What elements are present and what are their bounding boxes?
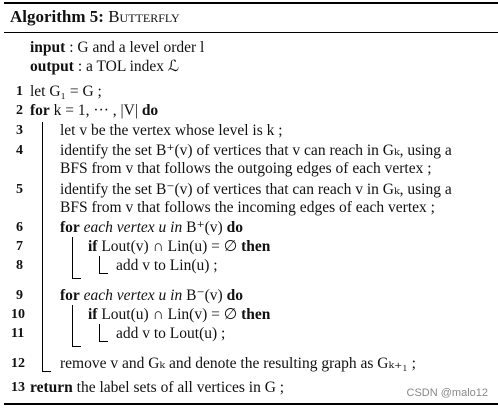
for-b-minus-bar: [72, 305, 73, 347]
algo-line-7: if Lout(v) ∩ Lin(u) = ∅ then: [88, 237, 270, 256]
algo-line-4: identify the set B⁺(v) of vertices that …: [60, 142, 452, 159]
watermark: CSDN @malo12: [406, 387, 488, 399]
input-line: input : G and a level order l: [30, 38, 204, 57]
algo-line-11: add v to Lout(u) ;: [116, 325, 226, 342]
algo-line-1: let G₁ = G ;: [30, 83, 102, 100]
return-text: the label sets of all vertices in G ;: [76, 379, 285, 396]
for-keyword: for: [30, 102, 50, 119]
line-number: 2: [16, 103, 23, 118]
if-2-bar: [99, 324, 100, 342]
for-b-plus-bar-end: [72, 278, 81, 279]
for-b-minus-bar-end: [72, 346, 81, 347]
title-rule: [4, 32, 498, 33]
outer-loop-bar-end: [42, 371, 51, 372]
do-keyword: do: [226, 287, 243, 304]
algo-line-10: if Lout(u) ∩ Lin(v) = ∅ then: [88, 305, 270, 324]
bottom-rule: [4, 403, 498, 405]
if-keyword: if: [88, 306, 98, 323]
algo-line-5: identify the set B⁻(v) of vertices that …: [60, 181, 452, 198]
if-1-bar: [99, 256, 100, 274]
line-number: 4: [16, 143, 23, 158]
algo-line-3: let v be the vertex whose level is k ;: [60, 122, 283, 139]
output-text: : a TOL index ℒ: [77, 58, 180, 75]
if-1-bar-end: [99, 273, 108, 274]
do-keyword: do: [226, 219, 243, 236]
line-number: 1: [16, 84, 23, 99]
line-number: 6: [16, 220, 23, 235]
loop-phrase: each vertex u in: [83, 219, 183, 236]
for-b-plus-bar: [72, 237, 73, 279]
algo-line-12: remove v and Gₖ and denote the resulting…: [60, 355, 416, 372]
algo-line-13: return the label sets of all vertices in…: [30, 378, 284, 397]
line-number: 13: [11, 380, 25, 395]
outer-loop-bar: [42, 122, 43, 372]
return-keyword: return: [30, 379, 73, 396]
loop-set: B⁺(v): [186, 219, 227, 236]
algo-line-4-cont: BFS from v that follows the outgoing edg…: [60, 160, 432, 177]
line-number: 12: [11, 356, 25, 371]
then-keyword: then: [241, 238, 271, 255]
output-line: output : a TOL index ℒ: [30, 57, 179, 76]
algorithm-name: Butterfly: [108, 7, 180, 26]
then-keyword: then: [241, 306, 271, 323]
line-number: 7: [16, 239, 23, 254]
line-number: 5: [16, 182, 23, 197]
algo-line-5-cont: BFS from v that follows the incoming edg…: [60, 199, 435, 216]
line-number: 3: [16, 123, 23, 138]
top-rule: [4, 2, 498, 4]
do-keyword: do: [141, 102, 159, 119]
input-keyword: input: [30, 39, 66, 56]
line-number: 11: [11, 326, 25, 341]
line-number: 9: [16, 288, 23, 303]
loop-set: B⁻(v): [186, 287, 227, 304]
for-keyword: for: [60, 287, 80, 304]
loop-range: k = 1, ··· , |V|: [53, 102, 142, 119]
algorithm-title: Algorithm 5: Butterfly: [10, 7, 180, 27]
algo-line-6: for each vertex u in B⁺(v) do: [60, 218, 243, 237]
algorithm-label: Algorithm 5:: [10, 7, 104, 26]
for-keyword: for: [60, 219, 80, 236]
algo-line-2: for k = 1, ··· , |V| do: [30, 101, 158, 120]
condition: Lout(u) ∩ Lin(v) = ∅: [101, 306, 242, 323]
algo-line-8: add v to Lin(u) ;: [116, 257, 218, 274]
loop-phrase: each vertex u in: [83, 287, 183, 304]
if-keyword: if: [88, 238, 98, 255]
input-text: : G and a level order l: [69, 39, 205, 56]
algo-line-9: for each vertex u in B⁻(v) do: [60, 286, 243, 305]
condition: Lout(v) ∩ Lin(u) = ∅: [101, 238, 242, 255]
line-number: 10: [11, 307, 25, 322]
if-2-bar-end: [99, 341, 108, 342]
output-keyword: output: [30, 58, 74, 75]
line-number: 8: [16, 258, 23, 273]
